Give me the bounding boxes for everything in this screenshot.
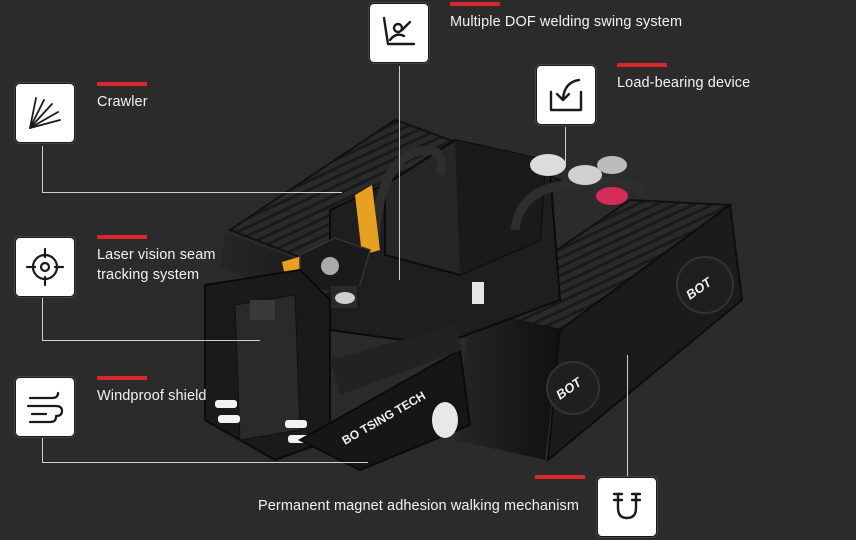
leader-load [565, 127, 566, 167]
leader-welding [399, 66, 400, 280]
crawler-icon [15, 83, 75, 143]
magnet-icon [597, 477, 657, 537]
main-body [282, 138, 645, 347]
accent-bar-load [617, 63, 667, 67]
label-magnet: Permanent magnet adhesion walking mechan… [258, 498, 580, 514]
front-nose [297, 325, 472, 472]
welding-swing-icon [369, 3, 429, 63]
leader-crawler-h [42, 192, 342, 193]
leader-crawler-v [42, 146, 43, 193]
leader-shield-h [42, 462, 368, 463]
leader-laser-h [42, 340, 260, 341]
leader-laser-v [42, 298, 43, 340]
label-shield: Windproof shield [97, 388, 207, 404]
label-welding: Multiple DOF welding swing system [450, 14, 683, 30]
label-crawler: Crawler [97, 94, 148, 110]
leader-shield-v [42, 438, 43, 462]
leader-magnet-v [627, 355, 628, 477]
label-laser-line2: tracking system [97, 267, 200, 283]
load-bearing-icon [536, 65, 596, 125]
crosshair-icon [15, 237, 75, 297]
accent-bar-laser [97, 235, 147, 239]
wind-icon [15, 377, 75, 437]
accent-bar-welding [450, 2, 500, 6]
accent-bar-crawler [97, 82, 147, 86]
windproof-shield [204, 268, 331, 462]
label-load: Load-bearing device [617, 75, 751, 91]
accent-bar-shield [97, 376, 147, 380]
accent-bar-magnet [535, 475, 585, 479]
label-laser-line1: Laser vision seam [97, 247, 216, 263]
